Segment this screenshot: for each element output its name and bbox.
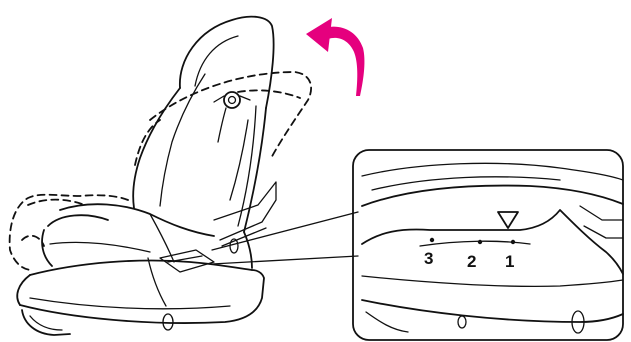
position-label-3: 3 [424,249,433,268]
position-dot-3 [430,238,434,242]
detail-view: 3 2 1 [353,150,623,340]
position-dot-2 [478,240,482,244]
headrest-adjuster-knob [214,92,250,142]
car-seat [17,17,276,335]
seat-base [30,261,252,275]
callout-lines [212,212,358,264]
position-dot-1 [511,240,515,244]
reclined-seat-outline [10,72,311,270]
position-label-1: 1 [505,252,514,271]
triangle-down-icon [498,212,518,228]
seat-cushion [60,204,214,236]
detail-frame [353,150,623,340]
recline-plate [362,210,623,274]
curved-arrow-icon [306,18,364,96]
position-label-2: 2 [467,252,476,271]
